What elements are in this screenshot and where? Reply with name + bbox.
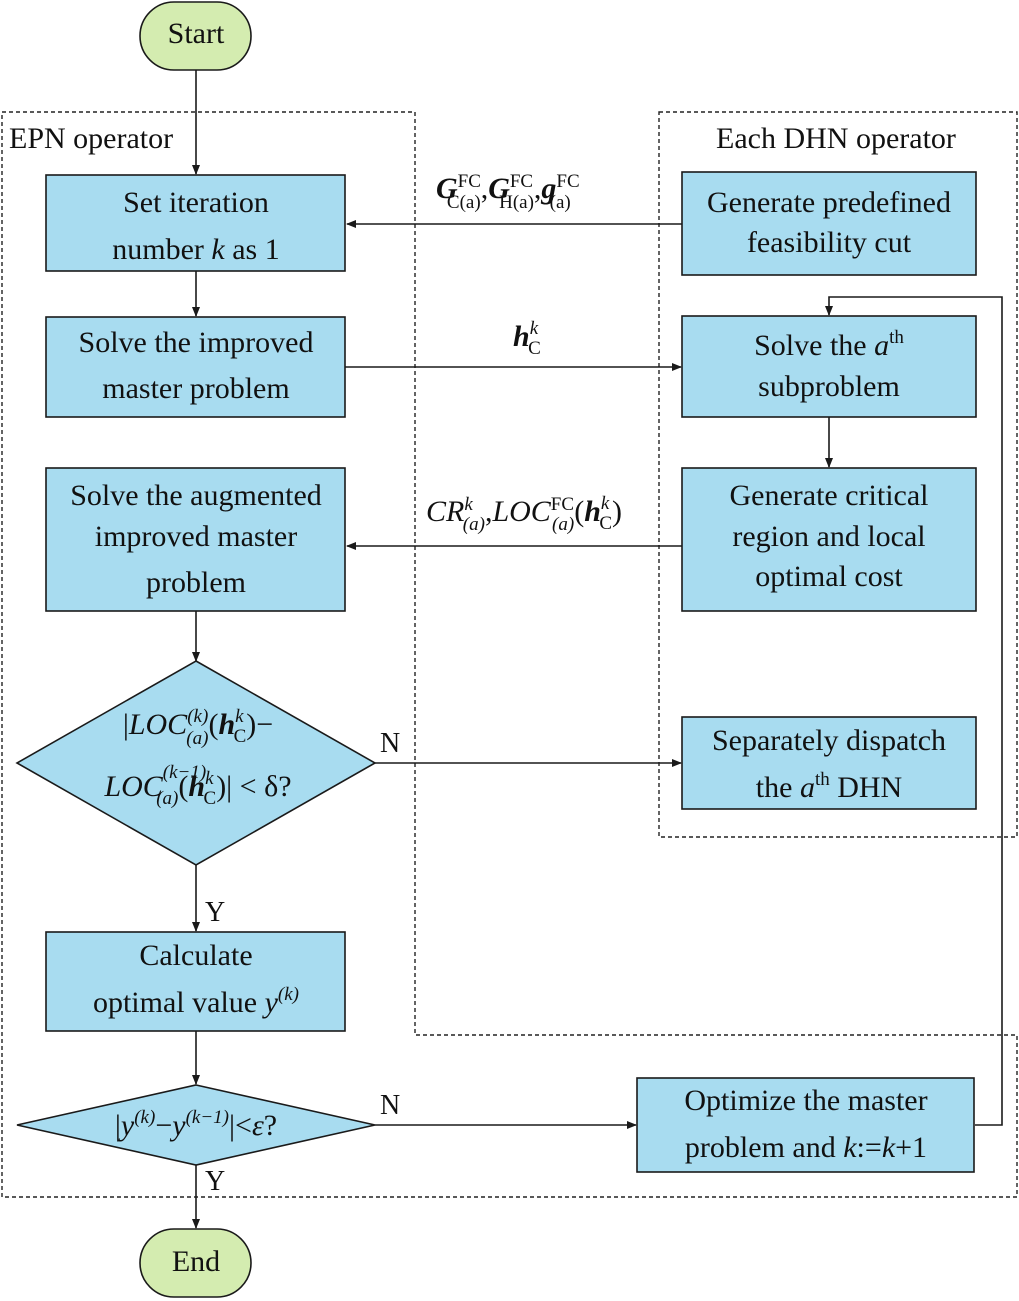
- solve-augmented-line3: problem: [146, 566, 246, 599]
- generate-cr-line3: optimal cost: [755, 560, 903, 593]
- decision1-no-label: N: [380, 728, 400, 759]
- calculate-line2: optimal value y(k): [93, 984, 299, 1019]
- solve-improved-box: [45, 316, 346, 418]
- loop-back-arrow: [825, 296, 1003, 1126]
- dispatch-line2: the ath DHN: [756, 769, 902, 804]
- end-terminal: [139, 1228, 252, 1298]
- generate-cut-box: [681, 171, 977, 276]
- dhn-region: [658, 111, 1018, 838]
- optimize-master-box: [636, 1077, 975, 1173]
- epn-group-label: EPN operator: [9, 122, 173, 155]
- solve-improved-line2: master problem: [102, 372, 289, 405]
- calculate-box: [45, 931, 346, 1032]
- set-iteration-line1: Set iteration: [123, 186, 269, 219]
- calculate-line1: Calculate: [139, 939, 252, 972]
- decision2-label: |y(k)−y(k−1)|<ε?: [115, 1107, 277, 1142]
- convergence-decision-1: [15, 660, 377, 866]
- solve-subproblem-box: [681, 315, 977, 418]
- decision2-no-label: N: [380, 1090, 400, 1121]
- solve-sub-line2: subproblem: [758, 370, 900, 403]
- generate-critical-region-box: [681, 467, 977, 612]
- generate-cut-line1: Generate predefined: [707, 186, 951, 219]
- generate-cr-line1: Generate critical: [729, 479, 928, 512]
- start-terminal: [139, 1, 252, 71]
- dispatch-line1: Separately dispatch: [712, 724, 946, 757]
- decision2-yes-label: Y: [205, 1166, 225, 1197]
- solve-augmented-box: [45, 467, 346, 612]
- dispatch-box: [681, 716, 977, 810]
- convergence-decision-2: [16, 1084, 376, 1166]
- solve-improved-line1: Solve the improved: [79, 326, 314, 359]
- generate-cut-line2: feasibility cut: [747, 226, 912, 259]
- optimize-line2: problem and k:=k+1: [685, 1131, 927, 1164]
- dhn-group-label: Each DHN operator: [716, 122, 956, 155]
- set-iteration-box: [45, 174, 346, 272]
- optimize-line1: Optimize the master: [684, 1084, 927, 1117]
- generate-cr-line2: region and local: [732, 520, 925, 553]
- set-iteration-line2: number k as 1: [112, 233, 279, 266]
- solve-augmented-line2: improved master: [95, 520, 297, 553]
- start-label: Start: [168, 17, 225, 50]
- decision1-yes-label: Y: [205, 897, 225, 928]
- solve-augmented-line1: Solve the augmented: [70, 479, 322, 512]
- end-label: End: [172, 1245, 220, 1278]
- solve-sub-line1: Solve the ath: [754, 327, 904, 362]
- epn-region: [1, 111, 1018, 1198]
